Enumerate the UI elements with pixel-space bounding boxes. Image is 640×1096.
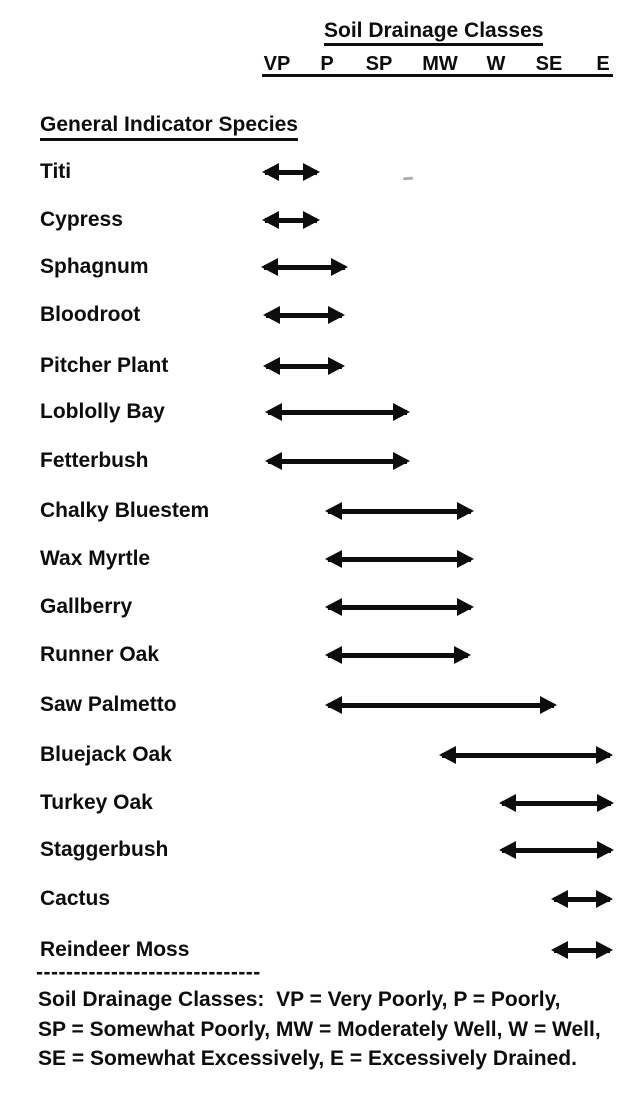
- arrow-shaft: [265, 217, 317, 223]
- arrow-shaft: [266, 312, 342, 318]
- species-label: Bluejack Oak: [40, 743, 172, 766]
- arrow-shaft: [328, 556, 471, 562]
- range-arrow: [325, 598, 474, 616]
- range-arrow: [263, 306, 345, 324]
- chart-title: Soil Drainage Classes: [324, 19, 544, 46]
- arrow-shaft: [502, 800, 611, 806]
- range-arrow: [439, 746, 613, 764]
- species-label: Sphagnum: [40, 255, 149, 278]
- legend-line: SE = Somewhat Excessively, E = Excessive…: [38, 1047, 577, 1070]
- legend-line: SP = Somewhat Poorly, MW = Moderately We…: [38, 1017, 601, 1041]
- range-arrow: [325, 646, 471, 664]
- range-arrow: [325, 550, 474, 568]
- arrow-shaft: [328, 604, 471, 610]
- class-header-vp: VP: [263, 53, 291, 75]
- range-arrow: [325, 696, 557, 714]
- section-heading: General Indicator Species: [40, 114, 298, 141]
- arrow-shaft: [442, 752, 610, 758]
- arrow-shaft: [554, 896, 610, 902]
- species-label: Bloodroot: [40, 303, 141, 326]
- range-arrow: [265, 452, 410, 470]
- species-label: Titi: [40, 160, 72, 183]
- arrow-shaft: [268, 458, 407, 464]
- range-arrow: [325, 502, 474, 520]
- class-header-mw: MW: [422, 53, 458, 75]
- arrow-shaft: [328, 702, 554, 708]
- arrow-shaft: [268, 409, 407, 415]
- species-label: Fetterbush: [40, 449, 149, 472]
- species-label: Loblolly Bay: [40, 400, 165, 423]
- arrow-shaft: [266, 363, 342, 369]
- header-underline: [262, 74, 613, 77]
- species-label: Runner Oak: [40, 643, 160, 666]
- scan-artifact-dash: [402, 176, 414, 181]
- species-label: Cypress: [40, 208, 123, 231]
- species-label: Reindeer Moss: [40, 938, 190, 961]
- species-label: Staggerbush: [40, 838, 169, 861]
- range-arrow: [499, 794, 614, 812]
- arrow-shaft: [264, 264, 345, 270]
- species-label: Saw Palmetto: [40, 693, 177, 716]
- range-arrow: [551, 890, 613, 908]
- arrow-shaft: [328, 508, 471, 514]
- range-arrow: [263, 357, 345, 375]
- species-label: Cactus: [40, 887, 111, 910]
- range-arrow: [551, 941, 613, 959]
- range-arrow: [262, 163, 320, 181]
- arrow-shaft: [502, 847, 611, 853]
- range-arrow: [499, 841, 614, 859]
- arrow-shaft: [265, 169, 317, 175]
- arrow-shaft: [554, 947, 610, 953]
- species-label: Gallberry: [40, 595, 133, 618]
- class-header-w: W: [486, 53, 506, 75]
- class-header-p: P: [320, 53, 334, 75]
- range-arrow: [262, 211, 320, 229]
- legend-footnote: Soil Drainage Classes: VP = Very Poorly,…: [38, 985, 601, 1074]
- range-arrow: [261, 258, 348, 276]
- species-label: Pitcher Plant: [40, 354, 169, 377]
- legend-line: Soil Drainage Classes: VP = Very Poorly,…: [38, 988, 561, 1011]
- class-header-se: SE: [535, 53, 563, 75]
- range-arrow: [265, 403, 410, 421]
- species-label: Chalky Bluestem: [40, 499, 210, 522]
- class-header-e: E: [596, 53, 610, 75]
- species-label: Wax Myrtle: [40, 547, 151, 570]
- arrow-shaft: [328, 652, 468, 658]
- class-header-sp: SP: [365, 53, 393, 75]
- species-label: Turkey Oak: [40, 791, 153, 814]
- divider-dashes: ------------------------------: [36, 961, 261, 984]
